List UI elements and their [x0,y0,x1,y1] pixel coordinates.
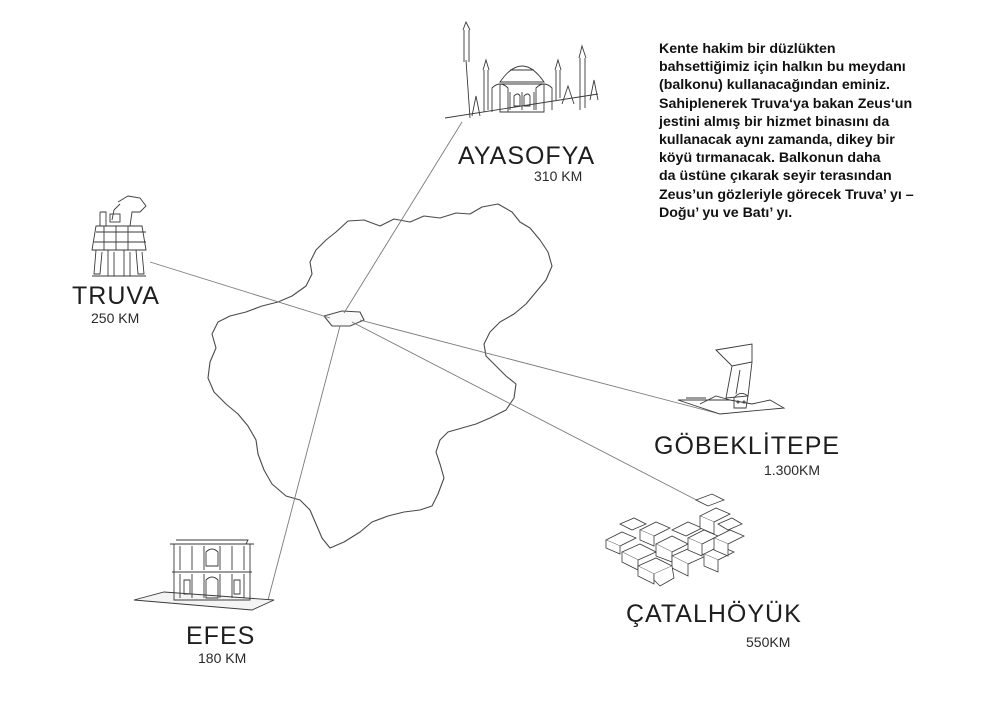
trojan-horse-icon [91,195,147,277]
line-to-catalhoyuk [351,321,709,507]
hagia-sophia-icon [444,20,599,119]
description-line: da üstüne çıkarak seyir terasından [659,168,892,185]
site-distance-ayasofya: 310 KM [534,168,583,184]
description-line: jestini almış bir hizmet binasını da [659,113,890,130]
description-line: kullanacak aynı zamanda, dikey bir [659,132,895,149]
line-to-efes [267,325,341,601]
description-line: Doğu’ yu ve Batı’ yı. [659,204,793,221]
line-to-gobeklitepe [359,319,721,415]
description-line: Sahiplenerek Truva‘ya bakan Zeus‘un [659,95,913,112]
balcony-site-marker [323,310,365,327]
description-line: köyü tırmanacak. Balkonun daha [659,150,881,167]
site-name-catalhoyuk: ÇATALHÖYÜK [626,600,802,628]
site-distance-truva: 250 KM [91,310,140,326]
line-to-ayasofya [343,121,463,314]
gobeklitepe-icon [677,343,786,415]
region-outline [207,203,553,549]
library-of-celsus-icon [133,539,275,611]
site-name-efes: EFES [186,622,256,650]
description-text: Kente hakim bir düzlükten bahsettiğimiz i… [659,40,979,222]
site-name-truva: TRUVA [72,282,160,310]
site-distance-catalhoyuk: 550KM [746,634,791,650]
description-line: (balkonu) kullanacağından eminiz. [659,77,890,94]
site-distance-gobeklitepe: 1.300KM [764,462,821,478]
site-name-gobeklitepe: GÖBEKLİTEPE [654,432,841,460]
description-line: Zeus’un gözleriyle görecek Truva’ yı – [659,186,914,203]
site-distance-efes: 180 KM [198,650,247,666]
line-to-truva [149,261,331,319]
site-name-ayasofya: AYASOFYA [458,142,596,170]
description-line: Kente hakim bir düzlükten [659,41,836,57]
catalhoyuk-icon [605,493,745,587]
description-line: bahsettiğimiz için halkın bu meydanı [659,59,906,76]
